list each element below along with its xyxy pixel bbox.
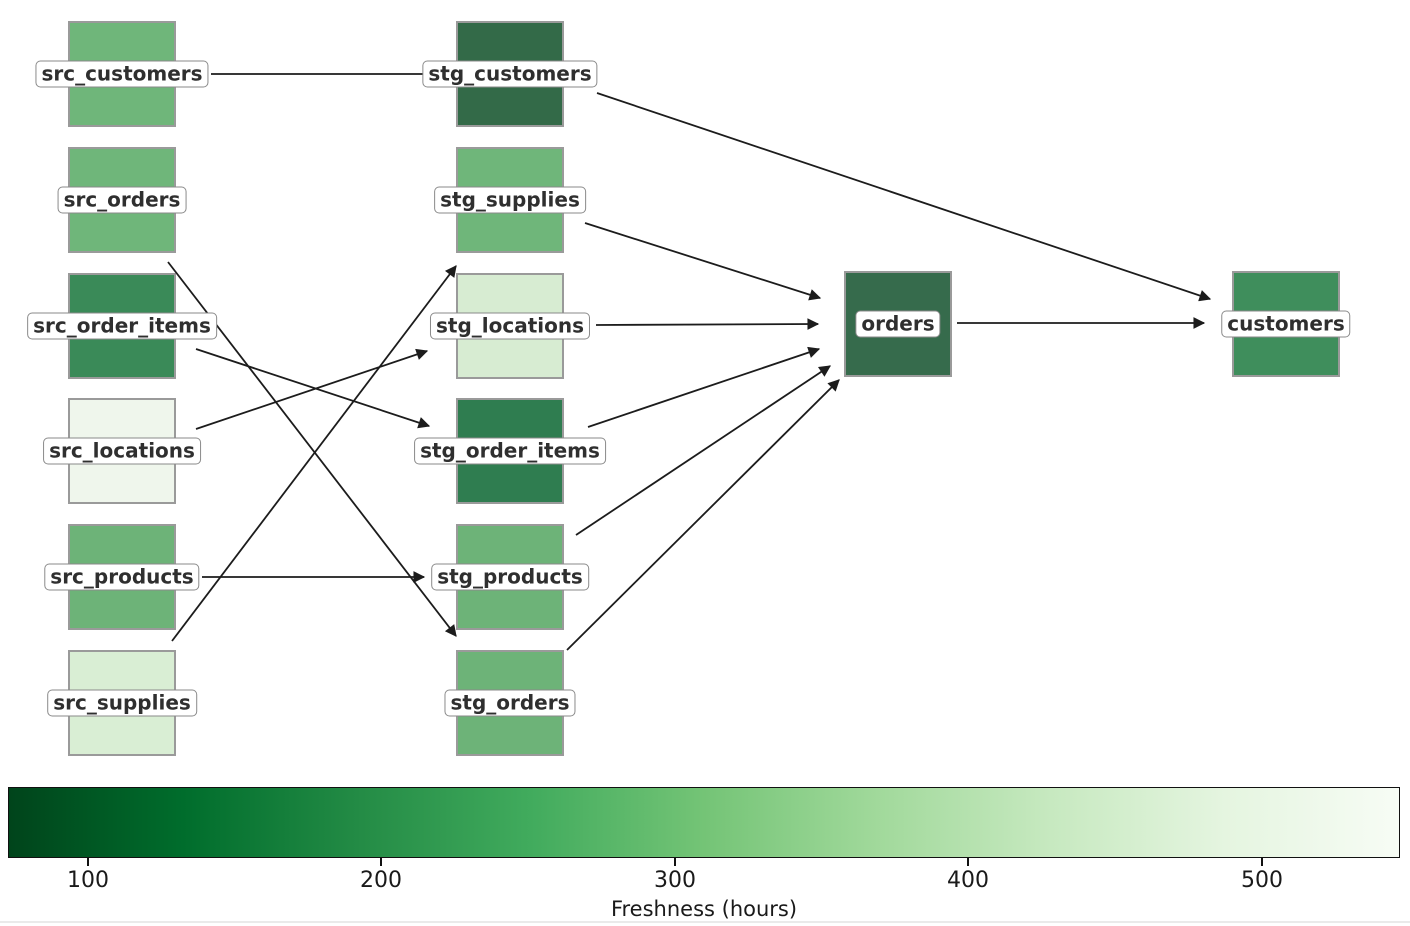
colorbar-tick-500 xyxy=(1261,858,1263,866)
node-label-stg-order-items: stg_order_items xyxy=(414,437,606,465)
edge-stg_orders-to-orders xyxy=(566,379,840,651)
node-stg-products: stg_products xyxy=(431,524,589,630)
node-src-order-items: src_order_items xyxy=(27,273,217,379)
node-customers: customers xyxy=(1221,271,1351,377)
edge-stg_customers-to-customers xyxy=(596,92,1212,302)
colorbar-ticklabel-500: 500 xyxy=(1241,868,1283,893)
node-label-stg-locations: stg_locations xyxy=(429,312,591,340)
colorbar-tick-300 xyxy=(674,858,676,866)
edge-stg_supplies-to-orders xyxy=(584,222,822,301)
bottom-divider xyxy=(0,921,1410,923)
node-label-src-orders: src_orders xyxy=(57,186,187,214)
node-src-products: src_products xyxy=(44,524,200,630)
node-stg-supplies: stg_supplies xyxy=(434,147,586,253)
node-label-stg-products: stg_products xyxy=(431,563,589,591)
node-src-orders: src_orders xyxy=(57,147,187,253)
node-src-locations: src_locations xyxy=(43,398,201,504)
edge-stg_order_items-to-orders xyxy=(587,346,821,428)
node-label-stg-orders: stg_orders xyxy=(444,689,576,717)
node-label-src-locations: src_locations xyxy=(43,437,201,465)
node-label-src-order-items: src_order_items xyxy=(27,312,217,340)
colorbar-tick-400 xyxy=(967,858,969,866)
colorbar-tick-100 xyxy=(87,858,89,866)
node-stg-locations: stg_locations xyxy=(429,273,591,379)
node-stg-customers: stg_customers xyxy=(422,21,598,127)
colorbar-ticklabel-400: 400 xyxy=(947,868,989,893)
edge-stg_locations-to-orders xyxy=(595,318,820,330)
node-src-customers: src_customers xyxy=(35,21,209,127)
node-label-src-customers: src_customers xyxy=(35,60,209,88)
node-stg-order-items: stg_order_items xyxy=(414,398,606,504)
colorbar-tick-200 xyxy=(380,858,382,866)
colorbar-axis-label: Freshness (hours) xyxy=(610,897,798,921)
node-stg-orders: stg_orders xyxy=(444,650,576,756)
node-label-src-supplies: src_supplies xyxy=(47,689,197,717)
freshness-colorbar xyxy=(8,787,1400,858)
edge-src_locations-to-stg_locations xyxy=(195,348,429,430)
node-label-stg-supplies: stg_supplies xyxy=(434,186,586,214)
node-src-supplies: src_supplies xyxy=(47,650,197,756)
node-label-orders: orders xyxy=(855,310,941,338)
node-label-stg-customers: stg_customers xyxy=(422,60,598,88)
edge-src_order_items-to-stg_order_items xyxy=(195,348,431,429)
colorbar-ticklabel-200: 200 xyxy=(360,868,402,893)
colorbar-ticklabel-100: 100 xyxy=(67,868,109,893)
edge-stg_products-to-orders xyxy=(575,365,831,536)
node-orders: orders xyxy=(844,271,952,377)
colorbar-ticklabel-300: 300 xyxy=(654,868,696,893)
node-label-customers: customers xyxy=(1221,310,1351,338)
node-label-src-products: src_products xyxy=(44,563,200,591)
